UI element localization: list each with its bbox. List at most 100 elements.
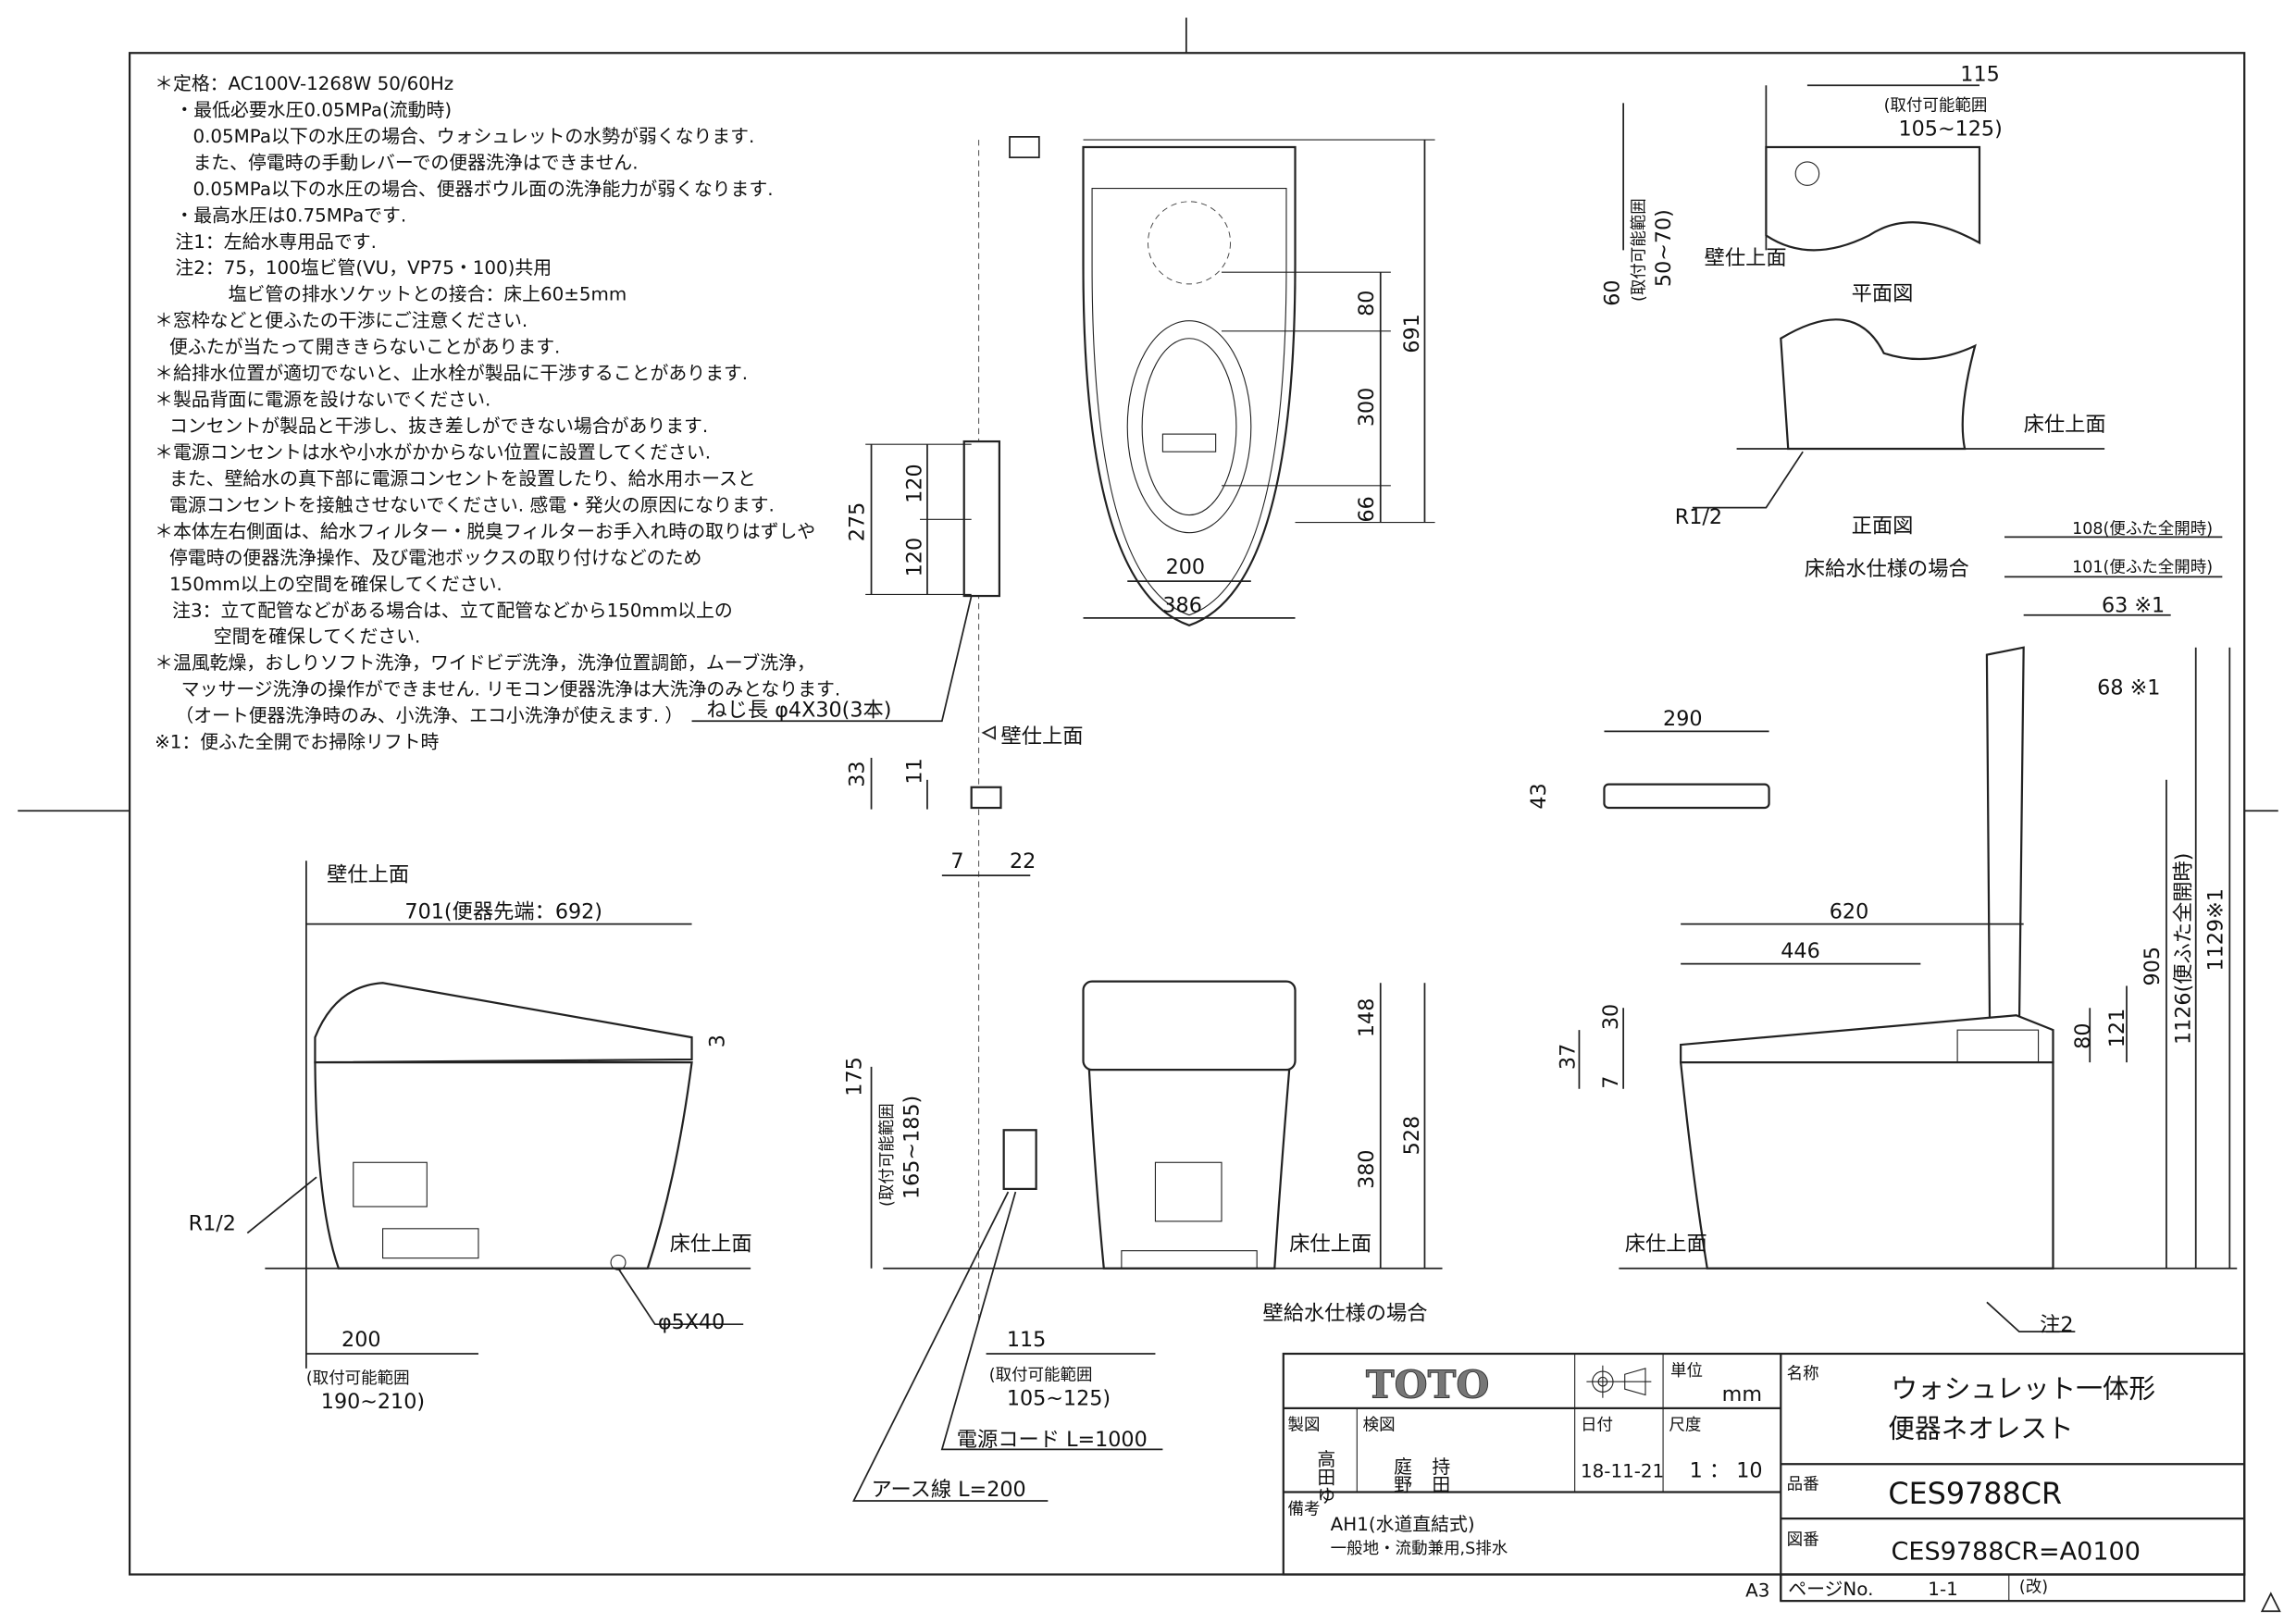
note-line: また、壁給水の真下部に電源コンセントを設置したり、給水用ホースと (169, 468, 756, 489)
drawn-by: 高田ゆ (1314, 1449, 1335, 1505)
side-view (246, 861, 751, 1369)
wall-detail (870, 725, 1031, 877)
scale-label: 尺度 (1669, 1417, 1701, 1435)
dim-115-front: 115 (1007, 1328, 1046, 1352)
dim-68: 68 ※1 (2097, 676, 2160, 700)
note-line: 電源コンセントを接触させないでください. 感電・発火の原因になります. (169, 494, 775, 515)
title-block (1282, 1352, 2246, 1603)
note-line: ＊製品背面に電源を設けないでください. (155, 390, 490, 411)
elev-r12-label: R1/2 (1675, 505, 1722, 529)
elev-title: 正面図 (1852, 514, 1914, 539)
note-line: また、停電時の手動レバーでの便器洗浄はできません. (192, 152, 638, 173)
front-range2-label: (取付可能範囲 (989, 1367, 1093, 1385)
note-line: 0.05MPa以下の水圧の場合、ウォシュレットの水勢が弱くなります. (192, 126, 754, 147)
dim-528: 528 (1400, 1116, 1424, 1155)
note-line: 0.05MPa以下の水圧の場合、便器ボウル面の洗浄能力が弱くなります. (192, 179, 773, 200)
note-line: ＊給排水位置が適切でないと、止水栓が製品に干渉することがあります. (155, 363, 748, 384)
plan-wall-label: 壁仕上面 (1705, 246, 1787, 270)
dim-701: 701(便器先端：692) (404, 899, 602, 923)
dim-108: 108(便ふた全開時) (2072, 520, 2213, 539)
note-line: ＊定格：AC100V-1268W 50/60Hz (155, 73, 453, 94)
remote-control (1603, 783, 1770, 810)
dim-7-right: 7 (1599, 1076, 1623, 1089)
plan-range-v-value: 50~70) (1652, 209, 1676, 287)
date-label: 日付 (1581, 1417, 1613, 1435)
front-range2-value: 105~125) (1007, 1387, 1111, 1411)
plan-dim-60: 60 (1600, 279, 1624, 305)
part-label: 品番 (1787, 1475, 1819, 1493)
dim-30: 30 (1599, 1004, 1623, 1030)
note-line: （オート便器洗浄時のみ、小洗浄、エコ小洗浄が使えます. ） (175, 705, 683, 726)
dim-275: 275 (846, 502, 870, 541)
dim-80: 80 (1355, 291, 1379, 316)
front-floor-label: 床仕上面 (1289, 1233, 1371, 1257)
note-line: ＊電源コンセントは水や小水がかからない位置に設置してください. (155, 442, 711, 464)
dim-386: 386 (1162, 594, 1201, 618)
page-number: 1-1 (1928, 1579, 1957, 1600)
checked-by-1: 庭野 (1391, 1456, 1412, 1493)
dim-905: 905 (2141, 947, 2165, 985)
paper-size: A3 (1745, 1580, 1769, 1601)
note-line: ・最高水圧は0.75MPaです. (175, 204, 406, 226)
note-line: ＊温風乾燥，おしりソフト洗浄，ワイドビデ洗浄，洗浄位置調節，ムーブ洗浄， (155, 652, 815, 674)
note-line: 注3：立て配管などがある場合は、立て配管などから150mm以上の (172, 600, 733, 621)
toto-logo: TOTO (1366, 1362, 1490, 1407)
right-side-view (1578, 536, 2238, 1333)
remarks-label: 備考 (1288, 1500, 1321, 1518)
third-angle-projection-icon (1586, 1365, 1652, 1398)
right-floor-label: 床仕上面 (1625, 1233, 1707, 1257)
dim-80-right: 80 (2071, 1023, 2095, 1049)
part-number: CES9788CR (1888, 1477, 2062, 1511)
checked-label: 検図 (1363, 1417, 1396, 1435)
dim-691: 691 (1400, 314, 1424, 353)
note-line: コンセントが製品と干渉し、抜き差しができない場合があります. (169, 415, 708, 437)
note-line: ＊本体左右側面は、給水フィルター・脱臭フィルターお手入れ時の取りはずしや (155, 521, 815, 542)
front-range-value: 165~185) (900, 1096, 924, 1199)
note-line: 150mm以上の空間を確保してください. (169, 574, 503, 595)
dim-175: 175 (842, 1057, 866, 1096)
front-range-label: (取付可能範囲 (878, 1103, 897, 1207)
scale-value: 1 ： 10 (1690, 1459, 1763, 1483)
wall-supply-label: 壁給水仕様の場合 (1263, 1301, 1428, 1325)
checked-by-2: 持田 (1429, 1456, 1450, 1493)
note-line: 注2：75，100塩ビ管(VU，VP75・100)共用 (175, 257, 552, 279)
remote-dim-290: 290 (1663, 707, 1702, 731)
dim-120b: 120 (903, 538, 927, 576)
side-wall-finish-label: 壁仕上面 (327, 863, 409, 887)
note-line: 便ふたが当たって開ききらないことがあります. (169, 337, 560, 358)
anchor-spec: φ5X40 (658, 1310, 725, 1334)
revision-triangle-icon (2260, 1592, 2281, 1613)
product-name-2: 便器ネオレスト (1888, 1413, 2073, 1444)
dim-200-side: 200 (341, 1328, 380, 1352)
range-value: 190~210) (321, 1390, 425, 1414)
dim-200: 200 (1166, 555, 1205, 579)
earth-wire-label: アース線 L=200 (872, 1478, 1026, 1502)
dim-11: 11 (903, 758, 927, 784)
unit-value: mm (1722, 1382, 1762, 1406)
note2-label: 注2 (2040, 1313, 2073, 1337)
dim-22: 22 (1010, 849, 1036, 873)
plan-view (1622, 84, 2105, 509)
note-line: マッサージ洗浄の操作ができません. リモコン便器洗浄は大洗浄のみとなります. (181, 679, 840, 700)
revision-label: (改) (2019, 1579, 2048, 1597)
notes-block: ＊定格：AC100V-1268W 50/60Hz・最低必要水圧0.05MPa(流… (155, 73, 840, 753)
elev-floor-label: 床仕上面 (2024, 413, 2106, 437)
note-line: 空間を確保してください. (214, 626, 421, 648)
drawing-label: 図番 (1787, 1531, 1819, 1550)
drawing-number: CES9788CR=A0100 (1892, 1538, 2141, 1567)
dim-66: 66 (1355, 496, 1379, 522)
product-name-1: ウォシュレット一体形 (1892, 1373, 2156, 1405)
dim-120a: 120 (903, 464, 927, 502)
note-line: 塩ビ管の排水ソケットとの接合：床上60±5mm (229, 284, 627, 305)
dim-63: 63 ※1 (2102, 594, 2165, 618)
top-view (691, 136, 1435, 1325)
dim-33: 33 (846, 761, 870, 787)
remote-dim-43: 43 (1527, 783, 1551, 809)
page-label: ページNo. (1788, 1579, 1873, 1600)
dim-7: 7 (950, 849, 963, 873)
dim-1129: 1129※1 (2203, 888, 2228, 971)
dim-148: 148 (1355, 998, 1379, 1037)
note-line: ※1：便ふた全開でお掃除リフト時 (155, 732, 439, 753)
note-line: ＊窓枠などと便ふたの干渉にご注意ください. (155, 310, 527, 331)
